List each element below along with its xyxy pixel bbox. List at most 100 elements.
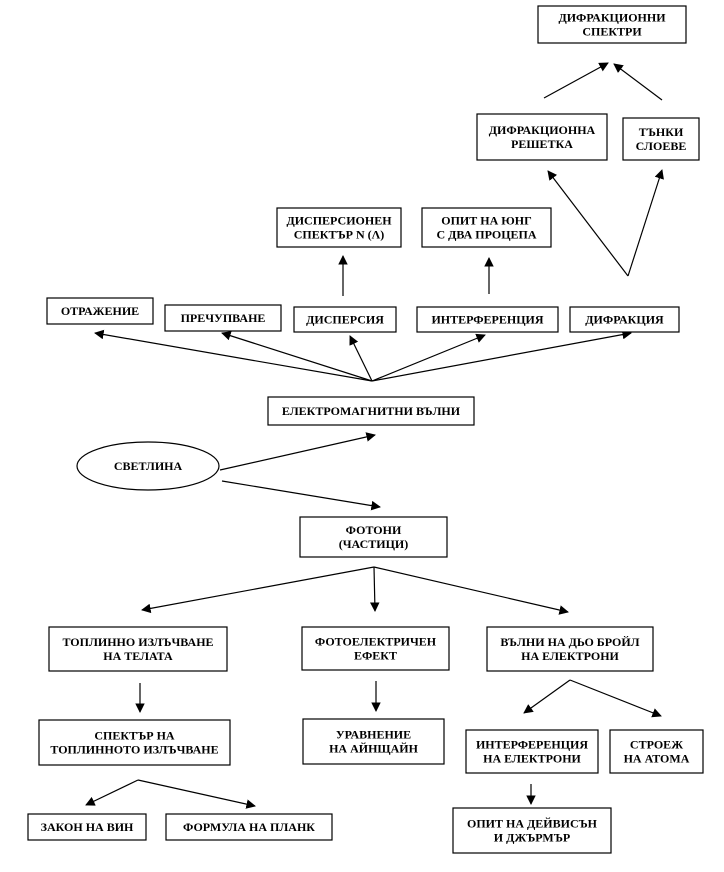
node-em-waves: ЕЛЕКТРОМАГНИТНИ ВЪЛНИ	[267, 396, 475, 426]
node-shape	[537, 5, 687, 44]
arrow-em_waves-to-dispersion	[349, 335, 373, 382]
arrow-em_waves-to-interference	[371, 333, 486, 382]
arrow-difr_grating-to-difr_spectra	[543, 62, 609, 99]
node-shape	[569, 306, 680, 333]
node-photons: ФОТОНИ(ЧАСТИЦИ)	[299, 516, 448, 558]
node-label-line: ТОПЛИННОТО ИЗЛЪЧВАНЕ	[50, 743, 218, 757]
node-shape	[164, 304, 282, 332]
node-shape	[293, 306, 397, 333]
node-shape	[486, 626, 654, 672]
node-light: СВЕТЛИНА	[76, 441, 220, 491]
node-label-line: И ДЖЪРМЪР	[494, 831, 570, 845]
node-label-line: ДИФРАКЦИОННА	[489, 123, 596, 137]
node-shape	[27, 813, 147, 841]
node-reflection: ОТРАЖЕНИЕ	[46, 297, 154, 325]
node-label-line: ДИФРАКЦИОННИ	[558, 11, 666, 25]
node-label-line: УРАВНЕНИЕ	[336, 728, 411, 742]
node-shape	[48, 626, 228, 672]
node-dispersion: ДИСПЕРСИЯ	[293, 306, 397, 333]
node-label-line: ДИСПЕРСИЯ	[306, 313, 384, 327]
node-diffraction: ДИФРАКЦИЯ	[569, 306, 680, 333]
node-shape	[476, 113, 608, 161]
node-label-line: ОПИТ НА ДЕЙВИСЪН	[467, 817, 598, 831]
node-shape	[302, 718, 445, 765]
node-label-line: ИНТЕРФЕРЕНЦИЯ	[476, 738, 588, 752]
node-label-line: ТОПЛИННО ИЗЛЪЧВАНЕ	[62, 635, 213, 649]
node-label-line: ФОТОЕЛЕКТРИЧЕН	[315, 635, 437, 649]
node-shape	[46, 297, 154, 325]
node-label-line: ВЪЛНИ НА ДЬО БРОЙЛ	[500, 635, 639, 649]
arrow-de_broglie-to-electron_interference	[523, 679, 571, 714]
node-label-line: РЕШЕТКА	[511, 137, 573, 151]
arrow-em_waves-to-diffraction	[371, 329, 632, 382]
arrow-thermal_spectrum-to-planck	[137, 779, 256, 809]
node-label-line: ПРЕЧУПВАНЕ	[181, 311, 266, 325]
node-label-line: ЕЛЕКТРОМАГНИТНИ ВЪЛНИ	[282, 404, 461, 418]
node-label-line: НА ЕЛЕКТРОНИ	[483, 752, 581, 766]
node-wien: ЗАКОН НА ВИН	[27, 813, 147, 841]
node-label-line: СЛОЕВЕ	[636, 139, 687, 153]
node-label-line: ЕФЕКТ	[354, 649, 397, 663]
node-refraction: ПРЕЧУПВАНЕ	[164, 304, 282, 332]
node-label-line: СТРОЕЖ	[630, 738, 683, 752]
node-label-line: СПЕКТРИ	[582, 25, 642, 39]
node-shape	[609, 729, 704, 774]
node-label-line: НА АЙНЩАЙН	[329, 742, 419, 756]
arrow-diffraction-to-thin_films	[627, 169, 664, 277]
node-label-line: ФОТОНИ	[346, 523, 402, 537]
arrow-photons-to-thermal_radiation	[141, 566, 375, 614]
node-interference: ИНТЕРФЕРЕНЦИЯ	[416, 306, 559, 333]
arrow-diffraction-to-difr_grating	[547, 170, 629, 277]
node-shape	[465, 729, 599, 774]
arrow-de_broglie-to-atom_structure	[569, 679, 662, 718]
node-label-line: ЗАКОН НА ВИН	[41, 820, 134, 834]
arrow-light-to-em_waves	[219, 432, 376, 471]
node-shape	[38, 719, 231, 766]
node-label-line: НА ТЕЛАТА	[103, 649, 173, 663]
node-label-line: ФОРМУЛА НА ПЛАНК	[183, 820, 315, 834]
arrow-em_waves-to-reflection	[94, 329, 373, 382]
node-label-line: ДИСПЕРСИОНЕН	[286, 214, 392, 228]
arrow-em_waves-to-refraction	[221, 331, 373, 382]
node-label-line: ДИФРАКЦИЯ	[585, 313, 664, 327]
edges-layer	[85, 62, 664, 809]
node-label-line: НА АТОМА	[624, 752, 690, 766]
node-label-line: СПЕКТЪР НА	[94, 729, 175, 743]
node-label-line: (ЧАСТИЦИ)	[339, 537, 409, 551]
arrow-photons-to-de_broglie	[373, 566, 569, 615]
node-shape	[301, 626, 450, 671]
arrow-light-to-photons	[221, 480, 381, 511]
node-shape	[622, 117, 700, 161]
arrow-photons-to-photoelectric	[370, 566, 380, 612]
node-shape	[421, 207, 552, 248]
arrow-thermal_spectrum-to-wien	[85, 779, 139, 806]
node-label-line: ТЪНКИ	[639, 125, 684, 139]
node-shape	[76, 441, 220, 491]
node-label-line: С ДВА ПРОЦЕПА	[436, 228, 536, 242]
node-label-line: СВЕТЛИНА	[114, 459, 183, 473]
node-planck: ФОРМУЛА НА ПЛАНК	[165, 813, 333, 841]
node-shape	[165, 813, 333, 841]
node-shape	[267, 396, 475, 426]
node-label-line: ИНТЕРФЕРЕНЦИЯ	[431, 313, 543, 327]
node-shape	[276, 207, 402, 248]
arrow-thin_films-to-difr_spectra	[613, 63, 663, 101]
node-label-line: НА ЕЛЕКТРОНИ	[521, 649, 619, 663]
node-shape	[299, 516, 448, 558]
node-label-line: ОТРАЖЕНИЕ	[61, 304, 139, 318]
